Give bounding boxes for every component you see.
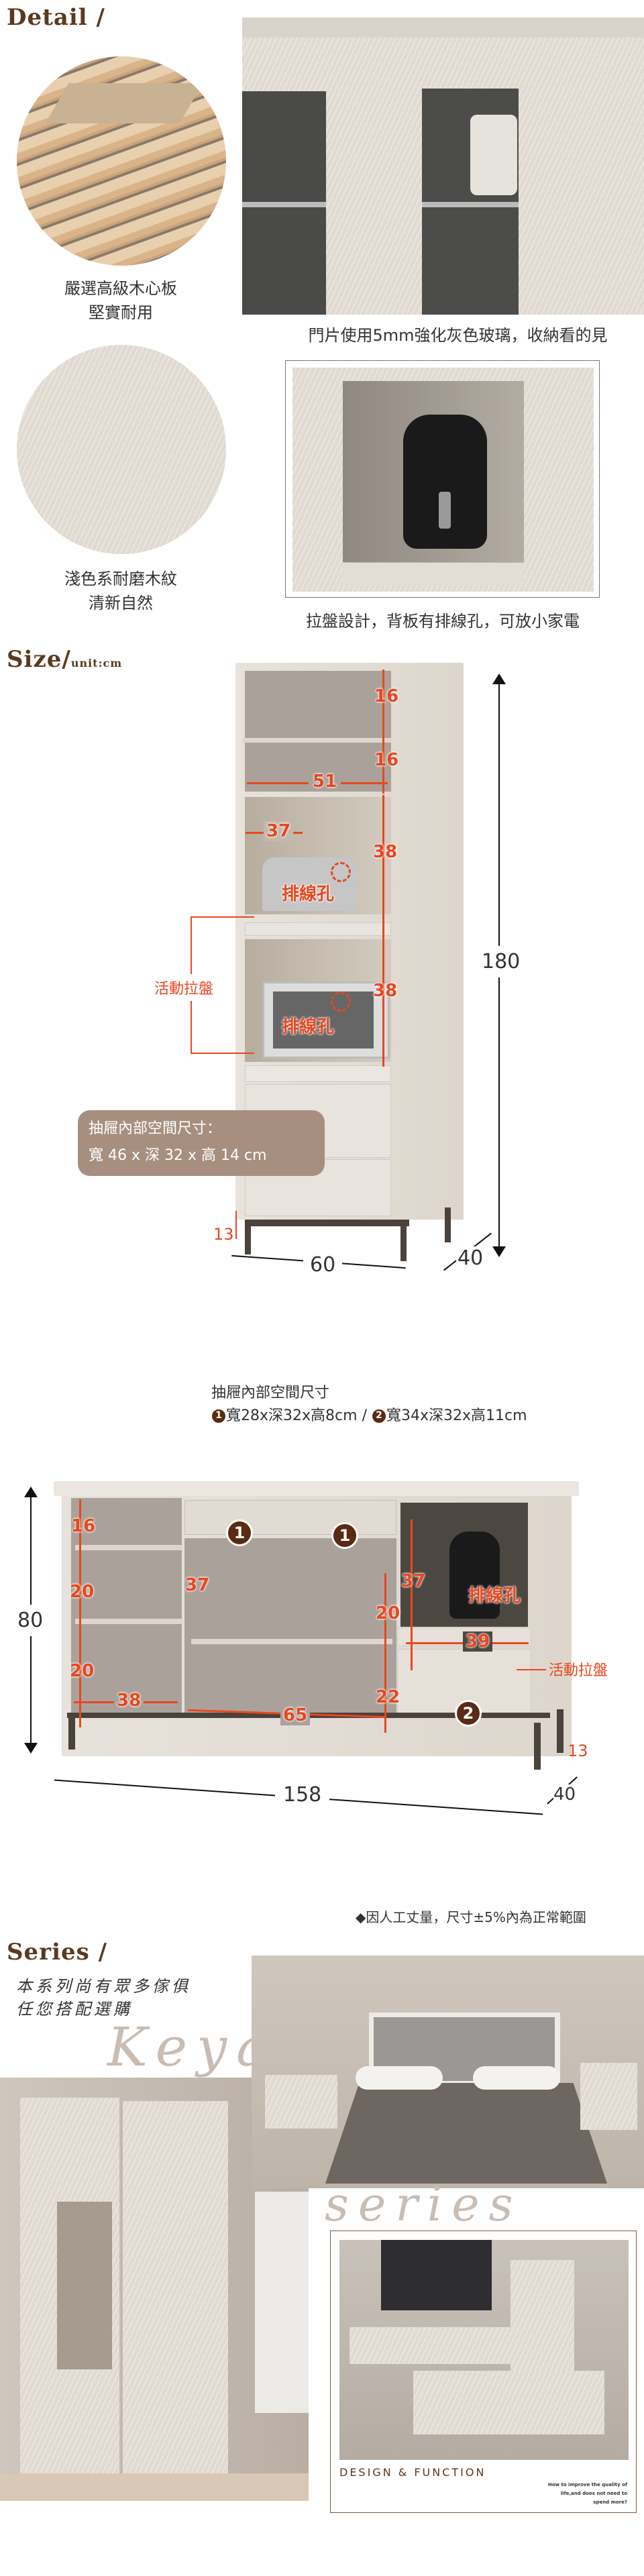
glass-door-photo	[242, 17, 644, 315]
subtext-line: spend more?	[593, 2500, 627, 2505]
drawer-marker-1: 1	[331, 1522, 358, 1549]
bedroom-photo	[252, 1955, 644, 2188]
drawer-size-title: 抽屜內部空間尺寸：	[89, 1120, 222, 1137]
wood-core-board-image	[17, 56, 226, 266]
dim-line-vertical	[235, 1211, 237, 1239]
dim-label: 16	[71, 1516, 96, 1536]
separator: /	[362, 1407, 367, 1424]
leg	[445, 1208, 451, 1242]
caption-line: 清新自然	[89, 594, 153, 612]
dim-label: 38	[373, 842, 398, 862]
cable-hole-icon	[331, 991, 351, 1012]
series-script-text: series	[325, 2177, 523, 2232]
arrow-up-icon	[24, 1487, 38, 1497]
cable-hole-label: 排線孔	[468, 1586, 521, 1606]
pullout-label: 活動拉盤	[549, 1662, 608, 1679]
dim-label: 16	[374, 750, 399, 770]
leg-height-label: 13	[213, 1225, 234, 1244]
dim-label: 51	[309, 771, 341, 792]
caption-line: 嚴選高級木心板	[64, 279, 177, 298]
design-function-card: DESIGN & FUNCTION How to improve the qua…	[330, 2231, 637, 2513]
drawer-size-title: 抽屜內部空間尺寸	[211, 1385, 330, 1401]
dim-line-vertical	[382, 932, 384, 1067]
dim-label: 37	[264, 821, 294, 841]
height-label: 180	[482, 946, 521, 977]
leg-frame	[245, 1220, 409, 1226]
width-label: 158	[275, 1783, 330, 1807]
width-label: 60	[303, 1253, 343, 1277]
dim-label: 20	[70, 1661, 95, 1681]
drawer2-size: 寬34x深32x高11cm	[386, 1407, 527, 1424]
cable-hole-label: 排線孔	[282, 884, 335, 904]
pullout-pointer	[517, 1669, 546, 1670]
dim-line-vertical	[411, 1519, 413, 1670]
light-wood-texture-image	[17, 345, 226, 554]
arrow-up-icon	[492, 674, 506, 684]
arrow-down-icon	[24, 1743, 38, 1754]
subtext-line: life,and does not need to	[560, 2491, 627, 2496]
cable-hole-icon	[331, 862, 351, 882]
series-title: Series /	[7, 1939, 108, 1966]
subtitle-line: 本系列尚有眾多傢俱	[16, 1977, 191, 1996]
sideboard-drawing	[54, 1481, 579, 1790]
subtitle-line: 任您搭配選購	[16, 2000, 133, 2019]
subtext-line: How to improve the quality of	[547, 2482, 627, 2487]
keya-script-text: Keya	[107, 2016, 278, 2078]
leg-height-label: 13	[568, 1741, 588, 1760]
arrow-down-icon	[492, 1246, 506, 1257]
glass-door-caption: 門片使用5mm強化灰色玻璃，收納看的見	[308, 326, 608, 345]
caption-line: 淺色系耐磨木紋	[64, 570, 177, 588]
drawer-marker-2: 2	[371, 1409, 386, 1424]
leg	[400, 1220, 407, 1261]
dim-label: 16	[374, 686, 399, 706]
unit-label: unit:cm	[70, 657, 123, 669]
detail-title: Detail /	[7, 4, 105, 31]
drawer-size-value: 寬 46 x 深 32 x 高 14 cm	[89, 1147, 267, 1164]
caption-line: 堅實耐用	[89, 303, 153, 322]
dim-label: 38	[373, 981, 398, 1001]
drawer-marker-1: 1	[211, 1409, 226, 1424]
measurement-note: ◆因人工丈量，尺寸±5%內為正常範圍	[356, 1909, 586, 1925]
dim-label: 38	[114, 1690, 144, 1711]
leg	[245, 1220, 251, 1254]
pullout-tray-caption: 拉盤設計，背板有排線孔，可放小家電	[306, 612, 580, 631]
drawer1-size: 寬28x深32x高8cm	[226, 1407, 358, 1424]
dim-line-vertical	[382, 795, 384, 936]
cable-hole-label: 排線孔	[282, 1017, 335, 1037]
dim-line-vertical	[384, 1573, 386, 1733]
dim-label: 37	[185, 1575, 210, 1595]
size-title: Size/unit:cm	[7, 646, 122, 673]
dim-line-vertical	[79, 1499, 81, 1727]
drawer-marker-2: 2	[455, 1700, 482, 1727]
dim-label: 22	[376, 1687, 400, 1707]
series-subtitle: 本系列尚有眾多傢俱 任您搭配選購	[16, 1975, 191, 2021]
drawer-size-box: 抽屜內部空間尺寸： 寬 46 x 深 32 x 高 14 cm	[78, 1110, 325, 1176]
dim-label: 37	[401, 1571, 426, 1591]
dim-label: 65	[280, 1705, 311, 1725]
dim-label: 39	[463, 1631, 493, 1652]
pullout-tray-photo	[285, 360, 600, 598]
design-function-subtext: How to improve the quality of life,and d…	[548, 2481, 627, 2507]
size-title-text: Size/	[7, 646, 71, 673]
drawer-marker-1: 1	[226, 1519, 253, 1546]
height-label: 80	[17, 1605, 44, 1636]
design-function-title: DESIGN & FUNCTION	[339, 2466, 486, 2479]
dim-label: 20	[70, 1582, 95, 1602]
detail-caption-2: 淺色系耐磨木紋 清新自然	[20, 567, 221, 615]
detail-caption-1: 嚴選高級木心板 堅實耐用	[20, 276, 221, 325]
depth-label: 40	[456, 1246, 485, 1270]
dim-line-vertical	[382, 669, 384, 794]
depth-label: 40	[553, 1784, 576, 1805]
living-room-photo	[339, 2240, 629, 2460]
pullout-label: 活動拉盤	[153, 974, 215, 1001]
dim-label: 20	[376, 1603, 400, 1623]
